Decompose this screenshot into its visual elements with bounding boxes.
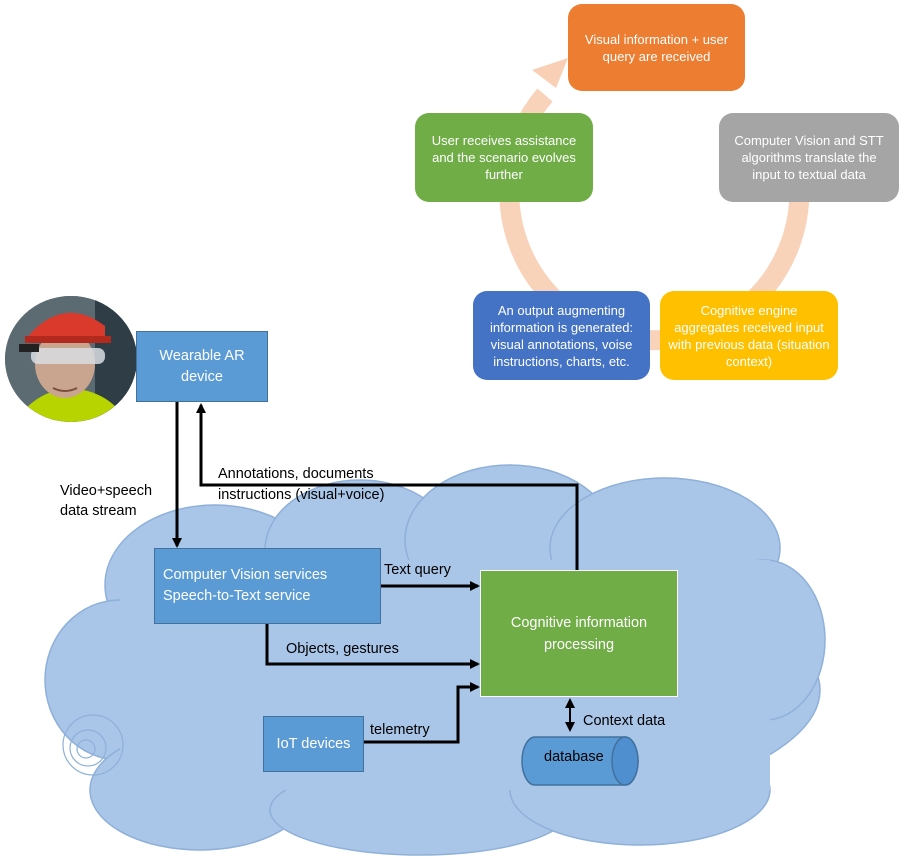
objects-arrow (265, 624, 480, 669)
video-stream-label-2: data stream (60, 503, 137, 519)
database-cylinder (521, 736, 639, 786)
text-query-label: Text query (384, 562, 451, 578)
cv-services-box: Computer Vision services Speech-to-Text … (154, 548, 381, 624)
connectors (172, 402, 579, 744)
database-label: database (544, 749, 604, 765)
iot-devices-box: IoT devices (263, 716, 364, 772)
cycle-step-received: Visual information + user query are rece… (568, 4, 745, 91)
wearable-ar-device-box: Wearable AR device (136, 331, 268, 402)
objects-gestures-label: Objects, gestures (286, 641, 399, 657)
cycle-step-aggregate: Cognitive engine aggregates received inp… (660, 291, 838, 380)
annotations-arrow (196, 403, 579, 571)
cloud-shape (44, 464, 826, 856)
telemetry-label: telemetry (370, 722, 430, 738)
annotations-label-1: Annotations, documents (218, 466, 374, 482)
worker-avatar (5, 296, 137, 422)
cycle-step-translate: Computer Vision and STT algorithms trans… (719, 113, 899, 202)
stt-service-label: Speech-to-Text service (163, 588, 311, 604)
cv-services-label: Computer Vision services (163, 567, 328, 583)
cycle-step-output: An output augmenting information is gene… (473, 291, 650, 380)
cycle-step-assist: User receives assistance and the scenari… (415, 113, 593, 202)
cloud-tail (62, 714, 124, 776)
context-data-label: Context data (583, 713, 666, 729)
telemetry-arrow (364, 682, 480, 744)
cognitive-processing-box: Cognitive information processing (480, 570, 678, 697)
annotations-label-2: instructions (visual+voice) (218, 487, 385, 503)
cycle-arrowhead (532, 58, 568, 88)
video-stream-label-1: Video+speech (60, 483, 153, 499)
